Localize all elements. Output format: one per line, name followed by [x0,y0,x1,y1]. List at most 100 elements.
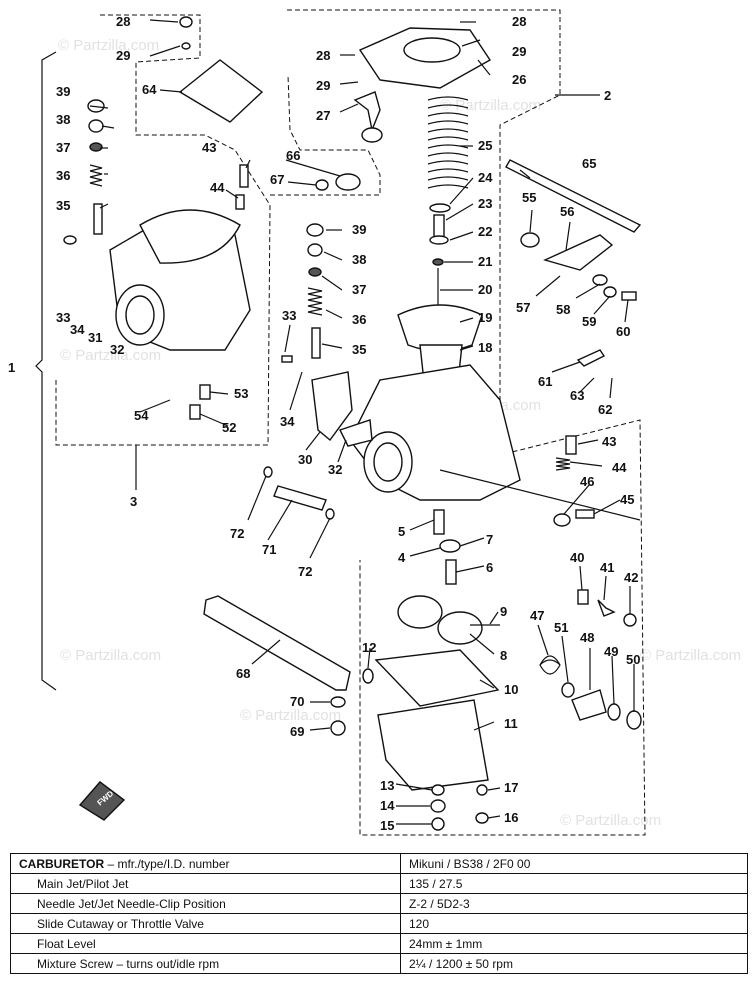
spec-row-label: Slide Cutaway or Throttle Valve [10,913,401,934]
callout-9: 9 [500,604,507,619]
screw-35 [93,203,103,235]
cap-42 [623,613,637,627]
callout-labels: 1 2 3 4 5 6 7 8 9 10 11 12 13 14 15 16 1… [8,14,640,833]
callout-21: 21 [478,254,492,269]
callout-36-a: 36 [56,168,70,183]
callout-60: 60 [616,324,630,339]
spring-36 [89,164,103,187]
callout-56: 56 [560,204,574,219]
washer-22 [429,235,449,245]
fwd-arrow: FWD [78,781,126,821]
shaft-65 [505,159,642,233]
spec-row: Mixture Screw – turns out/idle rpm 2¼ / … [10,953,748,974]
callout-45: 45 [620,492,634,507]
callout-14: 14 [380,798,395,813]
callout-2: 2 [604,88,611,103]
callout-3: 3 [130,494,137,509]
callout-70: 70 [290,694,304,709]
callout-6: 6 [486,560,493,575]
clip-72-a [263,466,273,478]
callout-28-c: 28 [316,48,330,63]
screw-12 [362,668,374,684]
spec-row-value: 135 / 27.5 [400,873,748,894]
group-outline-left [55,14,271,446]
spring-36-c [307,287,323,316]
spec-row: Float Level 24mm ± 1mm [10,933,748,954]
screw-28-l [179,16,193,28]
callout-46: 46 [580,474,594,489]
callout-32-b: 32 [328,462,342,477]
callout-30: 30 [298,452,312,467]
callout-23: 23 [478,196,492,211]
spec-header-label-cell: CARBURETOR – mfr./type/I.D. number [10,853,401,874]
washer-58 [592,274,608,286]
callout-57: 57 [516,300,530,315]
washer-37 [89,142,103,152]
callout-58: 58 [556,302,570,317]
callout-18: 18 [478,340,492,355]
screw-53 [199,384,211,400]
right-small-parts [539,435,642,730]
callout-39-a: 39 [56,84,70,99]
needle-valve-6 [445,559,457,585]
callout-34-a: 34 [70,322,85,337]
callout-25: 25 [478,138,492,153]
callout-59: 59 [582,314,596,329]
callout-35-a: 35 [56,198,70,213]
linkage-parts [505,159,642,367]
callout-19: 19 [478,310,492,325]
callout-67: 67 [270,172,284,187]
callout-29-b: 29 [512,44,526,59]
callout-34-b: 34 [280,414,295,429]
callout-38-a: 38 [56,112,70,127]
cap-39-c [306,223,324,237]
spec-row-label: Mixture Screw – turns out/idle rpm [10,953,401,974]
needle-41 [597,599,616,617]
callout-13: 13 [380,778,394,793]
clip-21 [432,258,444,266]
nut-50 [626,710,642,730]
bracket-66 [335,173,361,191]
screw-60 [621,291,637,301]
float-8a [397,595,443,629]
callout-52: 52 [222,420,236,435]
callout-29-c: 29 [316,78,330,93]
spec-row-value: 2¼ / 1200 ± 50 rpm [400,953,748,974]
bracket-assembly-1 [35,51,57,691]
throttle-shaft-right [439,469,641,521]
spec-row: Slide Cutaway or Throttle Valve 120 [10,913,748,934]
washer-37-c [308,267,322,277]
callout-51: 51 [554,620,568,635]
left-small-parts [63,16,249,420]
callout-10: 10 [504,682,518,697]
screw-40 [577,589,589,605]
callout-12: 12 [362,640,376,655]
carb-bore-right [373,442,403,482]
float-8b [437,611,483,645]
group-outline-top [270,74,381,196]
bolt-69 [330,720,346,736]
callout-64: 64 [142,82,157,97]
callout-22: 22 [478,224,492,239]
washer-51 [561,682,575,698]
callout-38-b: 38 [352,252,366,267]
top-cap-assembly [178,27,492,143]
callout-62: 62 [598,402,612,417]
cap-dome [403,37,461,63]
callout-43-b: 43 [602,434,616,449]
callout-1: 1 [8,360,15,375]
gasket-plate-64 [178,59,264,123]
washer-46 [553,513,571,527]
screw-45 [575,509,595,519]
callout-28-b: 28 [512,14,526,29]
callout-66: 66 [286,148,300,163]
callout-33-b: 33 [282,308,296,323]
washer-59 [603,286,617,298]
callout-53: 53 [234,386,248,401]
washer-49 [607,703,621,721]
spring-44-r [555,457,571,471]
carburetor-exploded-diagram: © Partzilla.com © Partzilla.com © Partzi… [8,9,741,836]
spec-row-value: 120 [400,913,748,934]
callout-54: 54 [134,408,149,423]
watermark: © Partzilla.com [640,647,741,664]
